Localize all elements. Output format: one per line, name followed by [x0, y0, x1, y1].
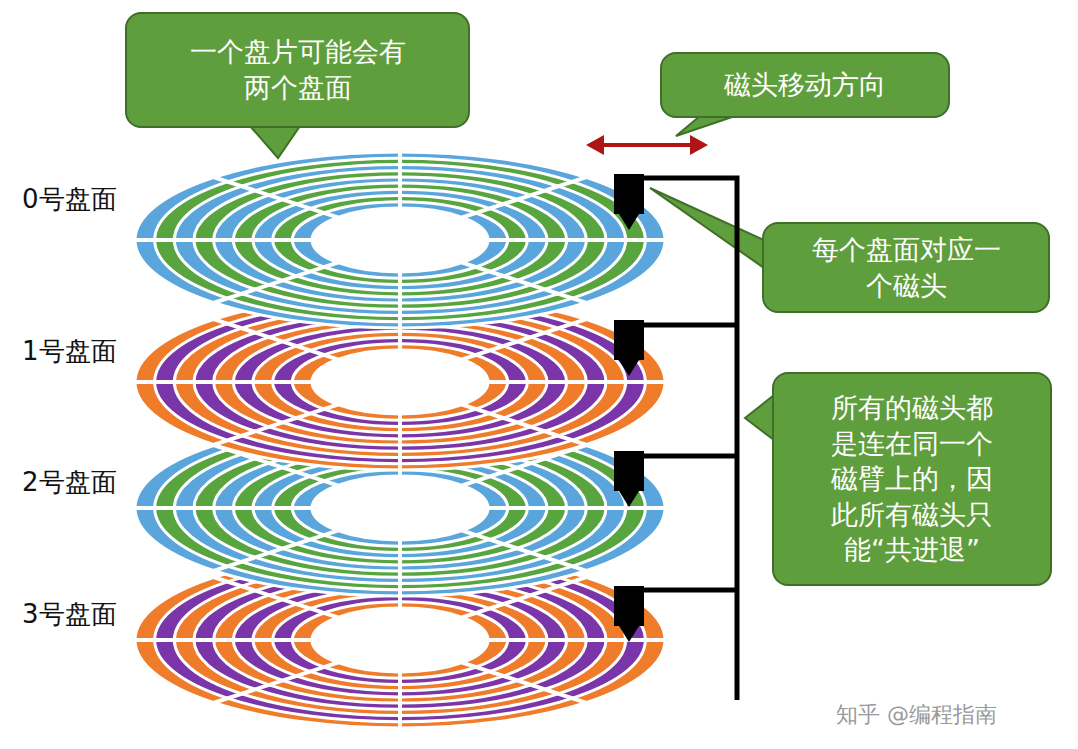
- sector-line: [133, 506, 312, 510]
- head: [614, 586, 644, 642]
- callout-box: 所有的磁头都是连在同一个磁臂上的，因此所有磁头只能“共进退”: [772, 372, 1052, 586]
- sector-line: [398, 414, 402, 472]
- callout-tail: [250, 126, 300, 158]
- sector-line: [488, 506, 667, 510]
- sector-line: [211, 263, 338, 304]
- watermark: 知乎 @编程指南: [836, 700, 997, 730]
- callout-tail: [676, 116, 735, 136]
- sector-line: [133, 638, 312, 642]
- callout-box: 每个盘面对应一个磁头: [762, 222, 1050, 313]
- sector-line: [133, 380, 312, 384]
- sector-line: [133, 238, 312, 242]
- platter: [133, 150, 667, 330]
- callout-box: 磁头移动方向: [660, 52, 950, 118]
- surface-label: 0号盘面: [22, 182, 117, 217]
- callout-tail: [745, 395, 774, 440]
- sector-line: [211, 531, 338, 572]
- callout-text: 磁头移动方向: [675, 67, 935, 103]
- head: [614, 451, 644, 507]
- sector-line: [211, 405, 338, 446]
- sector-line: [398, 272, 402, 330]
- sector-line: [398, 540, 402, 598]
- spindle-hole: [312, 350, 488, 414]
- callout-tail: [650, 188, 764, 268]
- surface-label: 2号盘面: [22, 465, 117, 500]
- head: [614, 174, 644, 230]
- callout-text: 每个盘面对应一个磁头: [806, 232, 1006, 303]
- sector-line: [488, 638, 667, 642]
- callout-text: 一个盘片可能会有两个盘面: [178, 34, 418, 105]
- spindle-hole: [312, 208, 488, 272]
- sector-line: [462, 263, 589, 304]
- sector-line: [211, 663, 338, 704]
- surface-label: 3号盘面: [22, 597, 117, 632]
- sector-line: [398, 150, 402, 208]
- magnetic-heads: [614, 174, 644, 642]
- head-arm: [640, 178, 737, 700]
- move-direction-arrow: [586, 135, 708, 155]
- sector-line: [488, 380, 667, 384]
- callout-text: 所有的磁头都是连在同一个磁臂上的，因此所有磁头只能“共进退”: [823, 390, 1001, 568]
- callout-box: 一个盘片可能会有两个盘面: [125, 12, 470, 128]
- sector-line: [462, 405, 589, 446]
- sector-line: [462, 663, 589, 704]
- sector-line: [462, 531, 589, 572]
- platter-stack: [133, 150, 667, 730]
- surface-label: 1号盘面: [22, 334, 117, 369]
- sector-line: [462, 176, 589, 217]
- head: [614, 320, 644, 376]
- spindle-hole: [312, 476, 488, 540]
- sector-line: [211, 176, 338, 217]
- sector-line: [488, 238, 667, 242]
- sector-line: [398, 672, 402, 730]
- spindle-hole: [312, 608, 488, 672]
